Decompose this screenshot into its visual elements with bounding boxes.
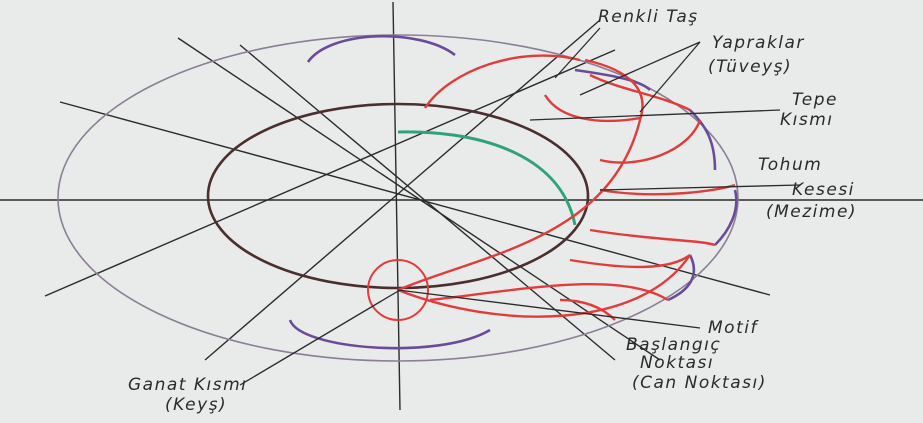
label-can-noktasi: (Can Noktası) <box>632 373 767 393</box>
label-tohum: Tohum <box>758 155 822 175</box>
label-tepe: Tepe <box>792 90 838 110</box>
label-yapraklar-sub: (Tüveyş) <box>708 57 792 77</box>
label-tepe-sub: Kısmı <box>780 110 834 130</box>
label-yapraklar: Yapraklar <box>712 33 805 53</box>
label-tohum-mezime: (Mezime) <box>766 202 857 222</box>
label-tohum-sub: Kesesi <box>792 180 855 200</box>
label-baslangic: Başlangıç <box>626 335 721 355</box>
label-renkli-tas: Renkli Taş <box>598 7 699 27</box>
label-keys: (Keyş) <box>165 395 227 415</box>
label-ganat: Ganat Kısmı <box>128 375 247 395</box>
label-noktasi: Noktası <box>640 353 714 373</box>
